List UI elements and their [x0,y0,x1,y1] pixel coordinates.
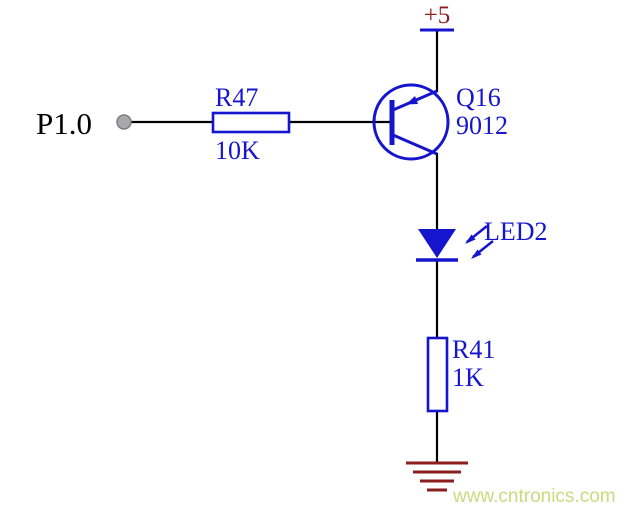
ground-symbol [406,461,468,492]
resistor-r41-body [426,336,449,413]
led-triangle [418,229,456,258]
input-terminal-dot [116,114,132,130]
watermark-text: www.cntronics.com [452,486,616,507]
led-arrow-1-head [465,234,476,244]
q16-value-label: 9012 [456,111,508,140]
power-label: +5 [424,2,451,29]
resistor-r47-body [211,111,291,134]
transistor-collector-line [392,133,438,156]
transistor-emitter-arrow [406,96,418,105]
r47-value-label: 10K [215,136,260,165]
input-pin-label: P1.0 [36,106,92,141]
led-arrow-2-head [471,249,482,259]
transistor-q16-circle [372,83,450,161]
r41-value-label: 1K [452,363,484,392]
r47-ref-label: R47 [215,83,258,112]
q16-ref-label: Q16 [456,83,501,112]
led2-ref-label: LED2 [484,217,548,246]
r41-ref-label: R41 [452,335,495,364]
